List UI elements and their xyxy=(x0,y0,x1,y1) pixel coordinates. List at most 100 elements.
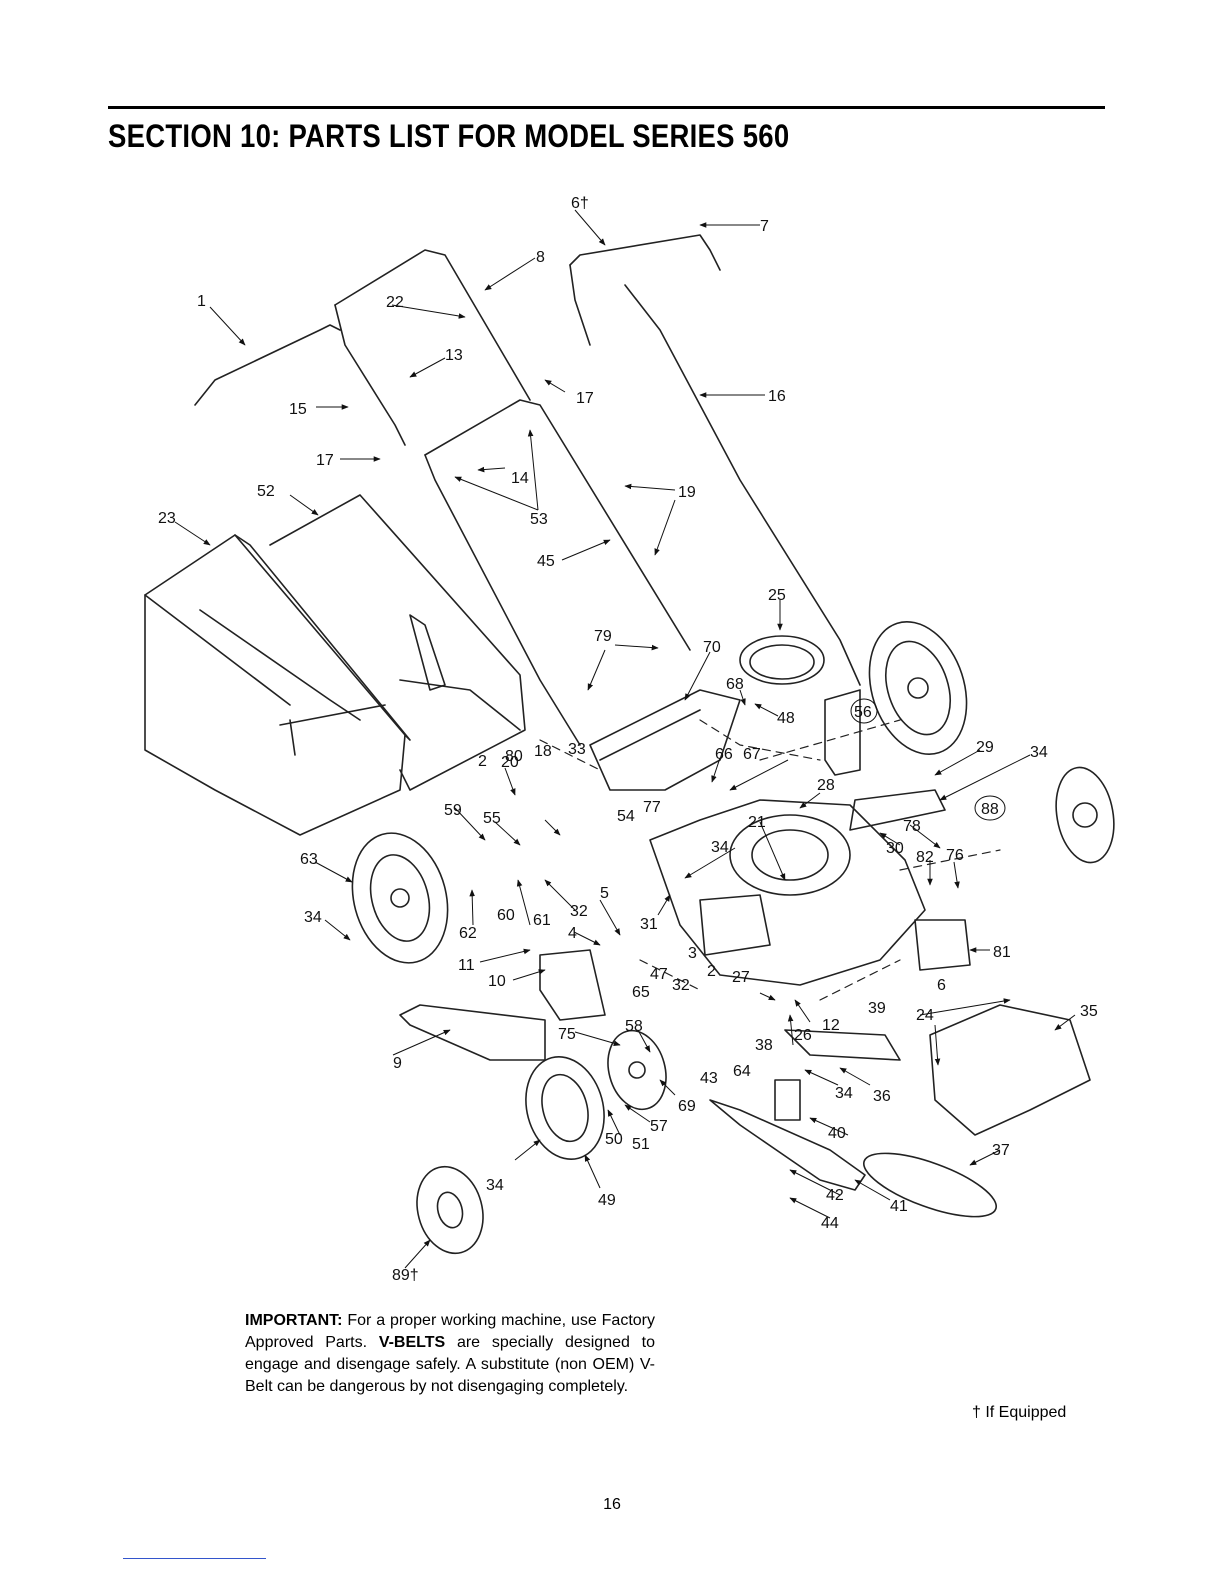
part-label: 39 xyxy=(868,1000,886,1017)
front-cover-illustration xyxy=(929,1004,1091,1136)
header-rule xyxy=(108,106,1105,109)
part-label: 6 xyxy=(937,977,946,994)
part-label: 29 xyxy=(976,739,994,756)
part-label: 28 xyxy=(817,777,835,794)
rear-wheel-right-illustration xyxy=(868,620,968,756)
callout-circle-88 xyxy=(974,795,1006,821)
part-label: 77 xyxy=(643,799,661,816)
part-label: 38 xyxy=(755,1037,773,1054)
page-number: 16 xyxy=(603,1496,621,1513)
part-label: 81 xyxy=(993,944,1011,961)
height-bracket-illustration xyxy=(824,689,861,776)
front-wheel-far-right-illustration xyxy=(1055,766,1115,864)
part-label: 43 xyxy=(700,1070,718,1087)
part-label: 33 xyxy=(568,741,586,758)
part-label: 75 xyxy=(558,1026,576,1043)
part-label: 32 xyxy=(672,977,690,994)
drive-gear-illustration xyxy=(607,1029,667,1111)
part-labels: 1 2 2 3 4 5 6† 6 7 8 9 10 11 12 13 14 15… xyxy=(158,195,1098,1284)
part-label: 58 xyxy=(625,1018,643,1035)
transmission-illustration xyxy=(914,919,971,971)
part-label: 54 xyxy=(617,808,635,825)
part-label: 36 xyxy=(873,1088,891,1105)
part-label: 53 xyxy=(530,511,548,528)
ring-illustration xyxy=(739,635,825,685)
part-label: 68 xyxy=(726,676,744,693)
part-label: 61 xyxy=(533,912,551,929)
part-label: 49 xyxy=(598,1192,616,1209)
discharge-chute-illustration xyxy=(399,1004,546,1061)
part-label: 34 xyxy=(711,839,729,856)
part-label: 31 xyxy=(640,916,658,933)
part-label: 4 xyxy=(568,925,577,942)
mulch-plug-illustration xyxy=(539,949,606,1021)
part-label: 24 xyxy=(916,1007,934,1024)
part-label: 50 xyxy=(605,1131,623,1148)
part-label: 42 xyxy=(826,1187,844,1204)
part-label: 76 xyxy=(946,847,964,864)
callout-circle-56 xyxy=(850,698,878,724)
part-label: 56 xyxy=(854,704,872,721)
part-label: 9 xyxy=(393,1055,402,1072)
grass-bag-illustration xyxy=(144,534,411,836)
part-label: 15 xyxy=(289,401,307,418)
part-label: 30 xyxy=(886,840,904,857)
part-label: 17 xyxy=(576,390,594,407)
part-label: 10 xyxy=(488,973,506,990)
important-lead: IMPORTANT: xyxy=(245,1312,343,1329)
part-label: 1 xyxy=(197,293,206,310)
part-label: 17 xyxy=(316,452,334,469)
part-label: 26 xyxy=(794,1027,812,1044)
part-label: 8 xyxy=(536,249,545,266)
part-label: 79 xyxy=(594,628,612,645)
front-wheel-illustration xyxy=(525,1056,605,1160)
deck-illustration xyxy=(649,799,926,986)
part-label: 44 xyxy=(821,1215,839,1232)
lower-handle-illustration xyxy=(424,399,691,746)
part-label: 34 xyxy=(1030,744,1048,761)
part-label: 2 xyxy=(707,963,716,980)
part-label: 62 xyxy=(459,925,477,942)
part-label: 64 xyxy=(733,1063,751,1080)
part-label: 34 xyxy=(486,1177,504,1194)
part-label: 63 xyxy=(300,851,318,868)
v-belts-emphasis: V-BELTS xyxy=(378,1334,446,1351)
upper-handle-illustration xyxy=(334,234,721,446)
part-label: 18 xyxy=(534,743,552,760)
if-equipped-footnote: † If Equipped xyxy=(972,1404,1067,1421)
part-label: 11 xyxy=(458,957,475,974)
rear-door-illustration xyxy=(589,689,741,791)
part-label: 78 xyxy=(903,818,921,835)
part-label: 13 xyxy=(445,347,463,364)
part-label: 23 xyxy=(158,510,176,527)
part-label: 3 xyxy=(688,945,697,962)
part-label: 69 xyxy=(678,1098,696,1115)
footer-link-underline xyxy=(123,1558,266,1559)
section-title: SECTION 10: PARTS LIST FOR MODEL SERIES … xyxy=(108,118,790,154)
part-label: 66 xyxy=(715,746,733,763)
part-label: 47 xyxy=(650,966,668,983)
guard-illustration xyxy=(849,789,946,831)
part-label: 16 xyxy=(768,388,786,405)
cable-illustration xyxy=(624,284,861,686)
part-label: 21 xyxy=(748,814,766,831)
part-label: 37 xyxy=(992,1142,1010,1159)
part-label: 51 xyxy=(632,1136,650,1153)
part-label: 88 xyxy=(981,801,999,818)
part-label: 34 xyxy=(304,909,322,926)
front-axle-illustration xyxy=(784,1029,901,1061)
part-label: 52 xyxy=(257,483,275,500)
part-label: 7 xyxy=(760,218,769,235)
part-label: 59 xyxy=(444,802,462,819)
part-label: 55 xyxy=(483,810,501,827)
part-label: 6† xyxy=(571,195,589,212)
part-label: 65 xyxy=(632,984,650,1001)
part-label: 25 xyxy=(768,587,786,604)
part-label: 57 xyxy=(650,1118,668,1135)
important-text-1: For a proper working machine, use Factor… xyxy=(245,1312,655,1351)
bag-frame-illustration xyxy=(269,494,526,791)
part-label: 82 xyxy=(916,849,934,866)
important-text-2: are specially designed to engage and dis… xyxy=(245,1334,656,1395)
blade-adapter-illustration xyxy=(774,1079,801,1121)
part-label: 40 xyxy=(828,1125,846,1142)
